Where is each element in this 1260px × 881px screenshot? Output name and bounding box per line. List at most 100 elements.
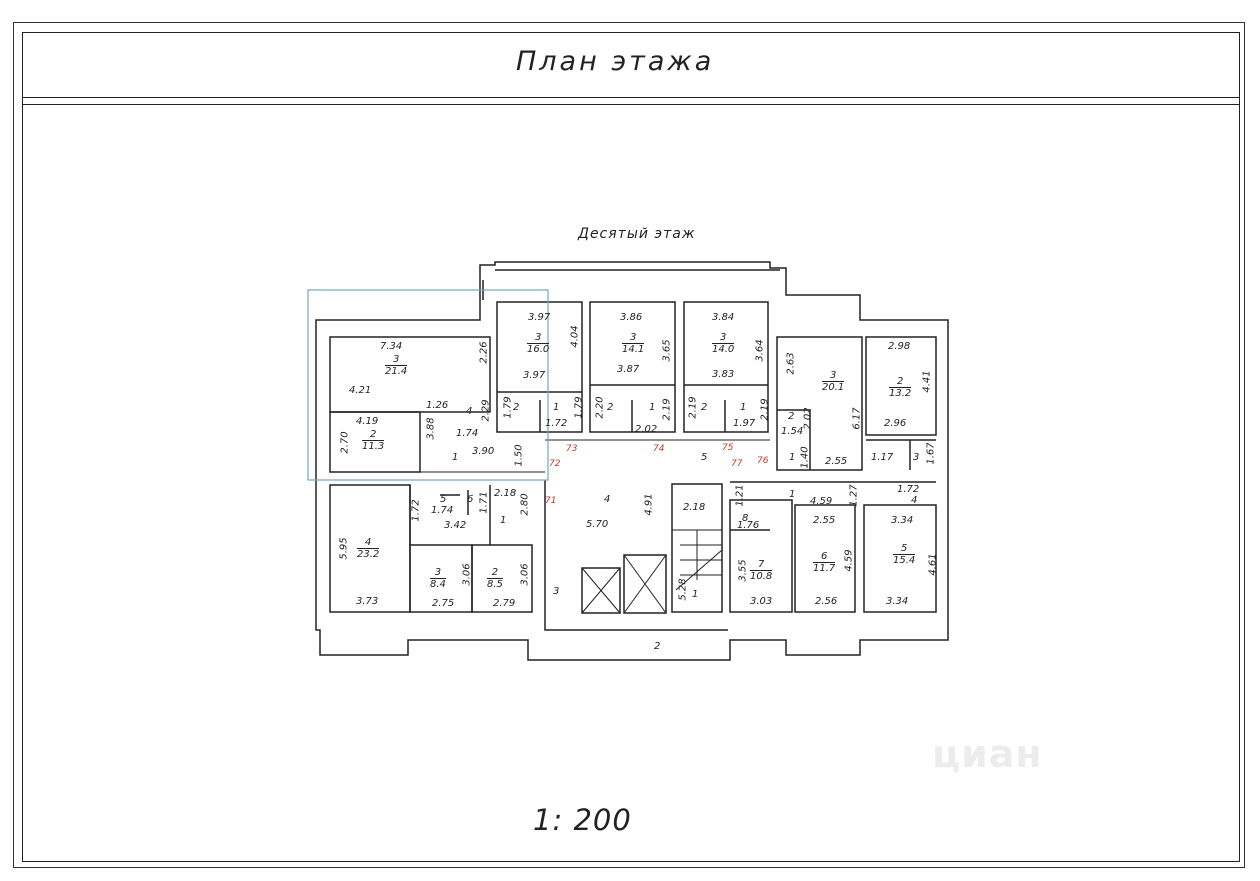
dimension: 3.55 [737,559,749,582]
dimension: 1.27 [848,484,860,507]
dimension: 3.03 [750,596,773,607]
dimension: 3.90 [472,446,495,457]
dimension: 1.97 [733,418,756,429]
dimension: 5 [440,494,447,505]
dimension: 2.18 [494,488,517,499]
dimension: 1 [649,402,656,413]
dimension: 2 [788,411,795,422]
room-e-6 [794,504,856,613]
title-divider-bottom [22,104,1240,105]
dimension: 3.87 [617,364,640,375]
dimension: 3.97 [523,370,546,381]
dimension: 1.72 [545,418,568,429]
dimension: 2.02 [802,407,814,430]
dimension: 1.71 [478,491,490,514]
dimension: 2.98 [888,341,911,352]
dimension: 2 [513,402,520,413]
dimension: 2.80 [519,493,531,516]
dimension: 1.72 [410,499,422,522]
dimension: 2.19 [661,398,673,421]
sheet-title: План этажа [516,46,715,77]
dimension: 2.55 [825,456,848,467]
dimension: 1 [500,515,507,526]
dimension: 4.59 [810,496,833,507]
room-ne-2 [865,336,937,436]
note-label: 77 [731,459,743,469]
dimension: 5.28 [677,578,689,601]
room-e-5 [863,504,937,613]
dimension: 2.26 [478,341,490,364]
dimension: 4.59 [843,549,855,572]
dimension: 2.20 [594,396,606,419]
dimension: 3.84 [712,312,735,323]
room-nw-3 [329,336,491,413]
dimension: 4.91 [643,493,655,516]
dimension: 2 [701,402,708,413]
dimension: 1.54 [781,426,804,437]
dimension: 1.21 [734,484,746,507]
dimension: 1.79 [573,396,585,419]
dimension: 1.79 [502,396,514,419]
lift-1 [581,567,621,614]
dimension: 2 [607,402,614,413]
dimension: 3.73 [356,596,379,607]
dimension: 3.97 [528,312,551,323]
stair-core [671,483,723,613]
dimension: 7.34 [380,341,403,352]
dimension: 1.74 [456,428,479,439]
dimension: 2.56 [815,596,838,607]
dimension: 2.70 [339,431,351,454]
watermark: циан [932,732,1043,776]
note-label: 74 [653,444,665,454]
drawing-frame-outer [13,22,1245,868]
dimension: 4.61 [927,553,939,576]
dimension: 4.19 [356,416,379,427]
dimension: 2.63 [785,352,797,375]
dimension: 4.21 [349,385,372,396]
dimension: 3.65 [661,339,673,362]
dimension: 2.96 [884,418,907,429]
dimension: 1.50 [513,444,525,467]
dimension: 1 [553,402,560,413]
dimension: 6.17 [851,407,863,430]
dimension: 3.34 [886,596,909,607]
dimension: 1.74 [431,505,454,516]
dimension: 2.19 [687,396,699,419]
dimension: 1 [692,589,699,600]
dimension: 1.72 [897,484,920,495]
dimension: 2.02 [635,424,658,435]
dimension: 4.04 [569,325,581,348]
drawing-frame-inner [22,32,1240,862]
dimension: 1.76 [737,520,760,531]
dimension: 3.06 [519,563,531,586]
room-nw-2 [329,411,421,473]
dimension: 3 [553,586,560,597]
dimension: 2.75 [432,598,455,609]
dimension: 1.67 [925,442,937,465]
dimension: 2.55 [813,515,836,526]
dimension: 4 [466,406,473,417]
dimension: 5 [701,452,708,463]
dimension: 1 [789,489,796,500]
dimension: 2.19 [759,398,771,421]
building-outline [315,261,949,661]
dimension: 3.86 [620,312,643,323]
room-w-2 [471,544,533,613]
dimension: 4.41 [921,370,933,393]
dimension: 3.34 [891,515,914,526]
dimension: 3 [913,452,920,463]
dimension: 2.29 [480,399,492,422]
dimension: 1.40 [799,446,811,469]
dimension: 4 [604,494,611,505]
dimension: 2.79 [493,598,516,609]
